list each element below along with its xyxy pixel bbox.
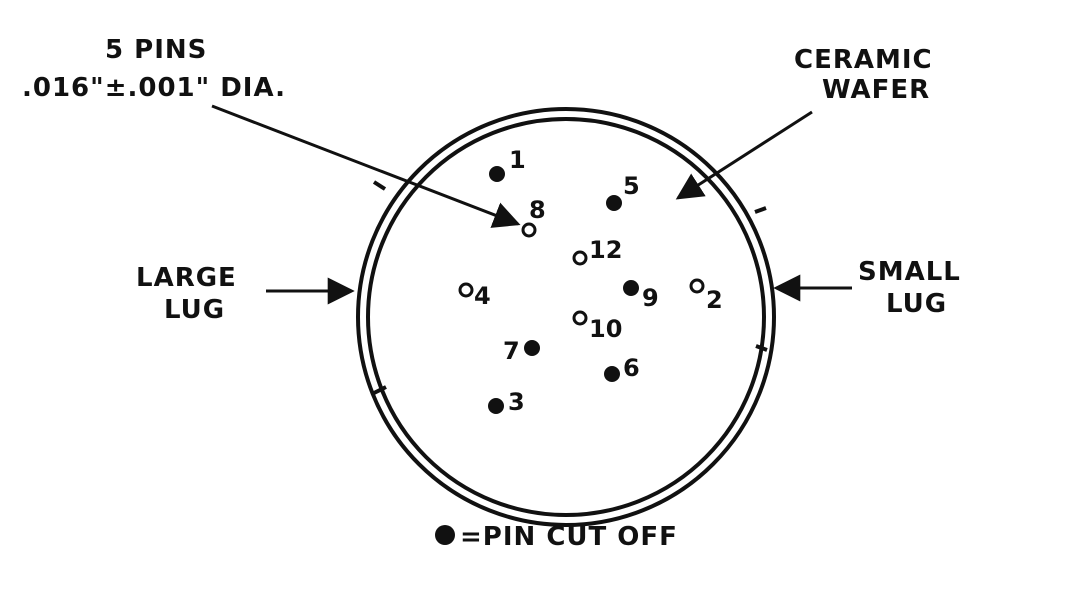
pin-7: 7 xyxy=(503,337,540,365)
wafer-callout: CERAMIC WAFER xyxy=(675,45,933,200)
pin-2-label: 2 xyxy=(706,286,723,314)
wafer-inner-ring xyxy=(366,117,766,517)
pin-8-dot xyxy=(521,222,537,238)
small-lug-notch-top xyxy=(754,206,767,214)
pins-callout-line2: .016"±.001" DIA. xyxy=(22,73,286,103)
pin-12-label: 12 xyxy=(589,236,622,264)
ceramic-wafer xyxy=(356,107,776,527)
pin-10-label: 10 xyxy=(589,315,622,343)
pin-2: 2 xyxy=(689,278,723,314)
pins-callout-line1: 5 PINS xyxy=(105,35,207,65)
large-lug-notch-top xyxy=(372,180,387,191)
pin-9-dot xyxy=(623,280,639,296)
pin-7-dot xyxy=(524,340,540,356)
pin-6-label: 6 xyxy=(623,354,640,382)
large-lug-callout-line1: LARGE xyxy=(136,263,237,293)
pin-2-dot xyxy=(689,278,705,294)
small-lug-callout-line2: LUG xyxy=(886,289,947,319)
pin-12: 12 xyxy=(572,236,622,266)
large-lug-callout-line2: LUG xyxy=(164,295,225,325)
pin-9-label: 9 xyxy=(642,284,659,312)
pin-5-dot xyxy=(606,195,622,211)
small-lug-notch-bottom xyxy=(755,344,768,352)
pin-7-label: 7 xyxy=(503,337,520,365)
pins-callout: 5 PINS .016"±.001" DIA. xyxy=(22,35,521,228)
pin-3-label: 3 xyxy=(508,388,525,416)
pin-9: 9 xyxy=(623,280,659,312)
pin-10: 10 xyxy=(572,310,622,343)
legend-text: =PIN CUT OFF xyxy=(460,522,678,552)
pin-1: 1 xyxy=(489,146,526,182)
pin-3: 3 xyxy=(488,388,525,416)
pin-4-dot xyxy=(458,282,474,298)
pin-4: 4 xyxy=(458,282,491,310)
small-lug-callout: SMALL LUG xyxy=(773,257,961,319)
wafer-callout-line2: WAFER xyxy=(822,75,930,105)
pin-4-label: 4 xyxy=(474,282,491,310)
legend: =PIN CUT OFF xyxy=(435,522,678,552)
pin-6: 6 xyxy=(604,354,640,382)
wafer-callout-arrow xyxy=(675,110,813,200)
pin-3-dot xyxy=(488,398,504,414)
pins-callout-arrow xyxy=(211,104,521,228)
pin-1-dot xyxy=(489,166,505,182)
pin-12-dot xyxy=(572,250,588,266)
large-lug-callout: LARGE LUG xyxy=(136,263,355,325)
pin-10-dot xyxy=(572,310,588,326)
wafer-outer-ring xyxy=(356,107,776,527)
pin-8: 8 xyxy=(521,196,546,238)
small-lug-callout-line1: SMALL xyxy=(858,257,961,287)
large-lug-notch-bottom xyxy=(373,385,387,395)
pin-6-dot xyxy=(604,366,620,382)
pin-5-label: 5 xyxy=(623,172,640,200)
pin-1-label: 1 xyxy=(509,146,526,174)
legend-filled-dot-icon xyxy=(435,525,455,545)
wafer-callout-line1: CERAMIC xyxy=(794,45,933,75)
pin-5: 5 xyxy=(606,172,640,211)
pin-8-label: 8 xyxy=(529,196,546,224)
